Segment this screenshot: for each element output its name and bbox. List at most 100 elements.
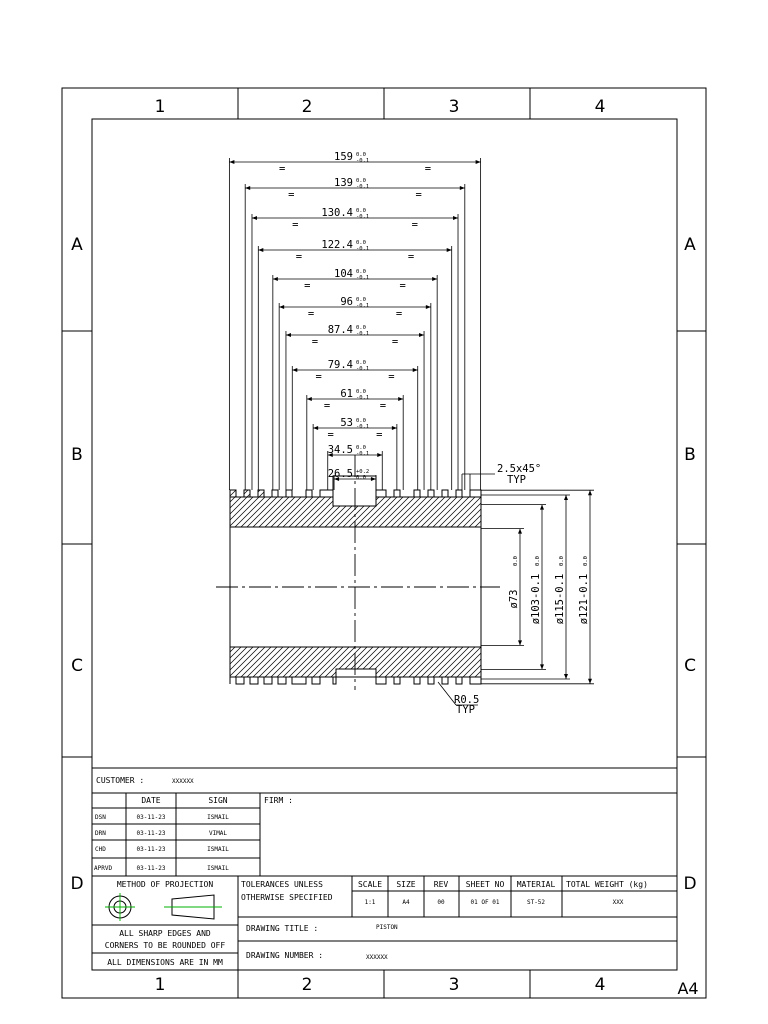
equal-mark-right: = [388,371,394,383]
tol-upper: 0.0 [356,240,366,246]
tol-lower: -0.1 [356,424,369,430]
diameter-value: ø73 [508,590,520,609]
col-label-top-4: 4 [595,97,606,117]
top-ring-lands [229,489,265,497]
arrow-left [327,453,333,457]
equal-mark-right: = [396,308,402,320]
arrow-left [285,333,291,337]
equal-mark-left: = [296,251,302,263]
weight-label: TOTAL WEIGHT (kg) [566,880,648,889]
diameter-dim-2: ø115-0.10.0 [481,494,570,680]
drawing-title-label: DRAWING TITLE : [246,924,318,933]
chamfer-note: 2.5x45° [497,463,541,475]
arrow-right [459,186,465,190]
diameter-value: ø121-0.1 [578,574,590,625]
tol-lower: -0.1 [356,246,369,252]
arrow-left [279,305,285,309]
arrow-left [245,186,251,190]
diameter-tol: 0.0 [583,556,589,566]
width-value: 139 [334,177,353,189]
arrow-top [540,504,544,510]
col-label-top-2: 2 [302,97,313,117]
scale-label: SCALE [358,880,382,889]
col-label-top-3: 3 [449,97,460,117]
equal-mark-right: = [416,189,422,201]
equal-mark-right: = [376,429,382,441]
width-value: 130.4 [321,207,353,219]
tol-upper: 0.0 [356,297,366,303]
arrow-right [412,368,418,372]
arrow-bottom [540,664,544,670]
drawing-number-label: DRAWING NUMBER : [246,951,323,960]
date-dsn: 03-11-23 [137,814,166,821]
row-label-left-d: D [70,874,83,894]
equal-mark-left: = [292,219,298,231]
sheet-size-label: A4 [677,979,698,998]
diameter-tol: 0.0 [513,556,519,566]
role-dsn: DSN [95,814,106,821]
center-lines [216,455,500,690]
diameter-dim-3: ø121-0.1 0.0 [481,489,594,685]
row-label-right-d: D [683,874,696,894]
tol-upper: +0.2 [356,469,369,475]
equal-mark-left: = [315,371,321,383]
col-label-bottom-3: 3 [449,975,460,995]
radius-note: R0.5 [454,694,479,706]
width-value: 104 [334,268,353,280]
arrow-bottom [518,640,522,646]
tol-upper: 0.0 [356,418,366,424]
edges-note-line-1: ALL SHARP EDGES AND [119,929,211,938]
sheet-no-value: 01 OF 01 [471,899,500,906]
tol-lower: -0.1 [356,303,369,309]
col-label-bottom-2: 2 [302,975,313,995]
title-block-text: CUSTOMER : XXXXXX FIRM : DATE SIGN DSN 0… [94,776,648,967]
date-drn: 03-11-23 [137,830,166,837]
tol-upper: 0.0 [356,389,366,395]
tol-lower: -0.1 [356,451,369,457]
top-pocket [332,475,377,507]
drawing-number-value: XXXXXX [366,954,388,961]
equal-mark-left: = [312,336,318,348]
width-value: 26.5 [328,468,353,480]
units-note: ALL DIMENSIONS ARE IN MM [107,958,223,967]
equal-mark-left: = [279,163,285,175]
width-value: 79.4 [328,359,353,371]
tol-upper: 0.0 [356,360,366,366]
tol-lower: -0.1 [356,184,369,190]
tol-lower: -0.1 [356,158,369,164]
width-value: 53 [340,417,353,429]
arrow-right [398,397,404,401]
sign-dsn: ISMAIL [207,814,229,821]
sheet-no-label: SHEET NO [466,880,505,889]
equal-mark-left: = [304,280,310,292]
arrow-right [446,248,452,252]
size-label: SIZE [396,880,415,889]
arrow-right [370,477,376,481]
border-frame [61,87,707,999]
edges-note-line-2: CORNERS TO BE ROUNDED OFF [105,941,226,950]
width-value: 159 [334,151,353,163]
arrow-right [432,277,438,281]
width-value: 96 [340,296,353,308]
tolerance-line-1: TOLERANCES UNLESS [241,880,323,889]
row-label-right-c: C [684,656,696,676]
role-chd: CHD [95,846,106,853]
piston-part [229,475,482,685]
first-angle-projection-icon [105,893,222,921]
arrow-top [518,528,522,534]
equal-mark-left: = [288,189,294,201]
equal-mark-right: = [412,219,418,231]
arrow-top [588,490,592,496]
row-label-left-a: A [71,235,83,255]
arrow-right [425,305,431,309]
tol-lower: 0.0 [356,475,366,481]
sign-column-header: SIGN [208,796,227,805]
diameter-tol: 0.0 [559,556,565,566]
